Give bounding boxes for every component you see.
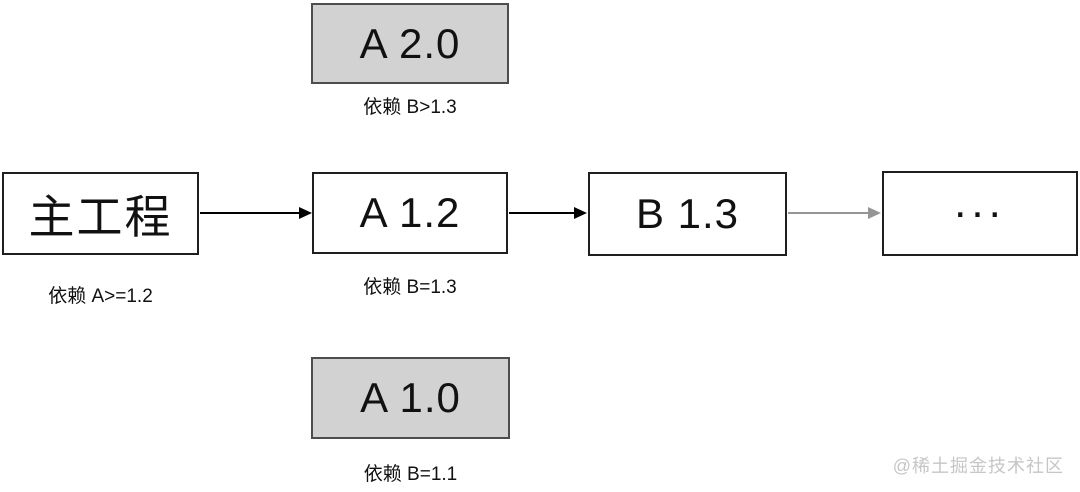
node-a-1-0: A 1.0 bbox=[311, 357, 510, 439]
node-a-1-0-label: A 1.0 bbox=[360, 374, 461, 421]
node-a-2-0-label: A 2.0 bbox=[359, 19, 461, 67]
node-ellipsis-label: ... bbox=[954, 177, 1006, 227]
node-a-2-0: A 2.0 bbox=[311, 3, 509, 84]
arrow-head-icon bbox=[574, 207, 587, 219]
arrow-a12-to-b13 bbox=[509, 206, 587, 220]
node-main-project-label: 主工程 bbox=[28, 190, 173, 243]
node-main-project: 主工程 bbox=[2, 172, 199, 255]
node-b-1-3-label: B 1.3 bbox=[635, 190, 740, 237]
node-b-1-3: B 1.3 bbox=[588, 172, 787, 256]
arrow-line bbox=[509, 212, 574, 214]
node-a-1-0-caption: 依赖 B=1.1 bbox=[363, 464, 458, 485]
node-a-1-2: A 1.2 bbox=[312, 172, 508, 254]
node-main-project-caption: 依赖 A>=1.2 bbox=[48, 286, 153, 307]
node-a-1-2-label: A 1.2 bbox=[359, 189, 461, 236]
arrow-b13-to-more bbox=[788, 206, 881, 220]
node-ellipsis: ... bbox=[882, 171, 1078, 256]
arrow-line bbox=[788, 212, 868, 214]
arrow-head-icon bbox=[868, 207, 881, 219]
watermark-text: @稀土掘金技术社区 bbox=[892, 456, 1064, 476]
node-a-1-2-caption: 依赖 B=1.3 bbox=[363, 277, 457, 298]
arrow-main-to-a12 bbox=[200, 206, 312, 220]
arrow-line bbox=[200, 212, 299, 214]
node-a-2-0-caption: 依赖 B>1.3 bbox=[363, 97, 457, 118]
arrow-head-icon bbox=[299, 207, 312, 219]
